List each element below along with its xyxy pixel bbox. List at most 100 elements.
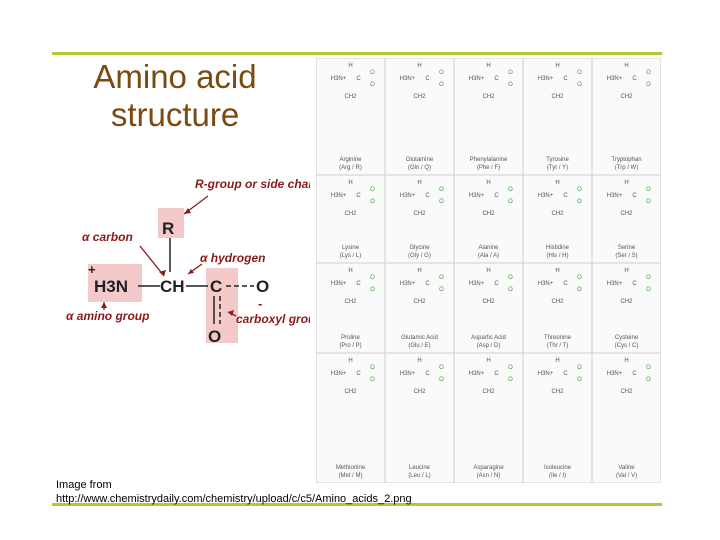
cell-carboxyl-o-label: O xyxy=(577,377,582,383)
cell-side-chain-label: CH2 xyxy=(551,94,564,100)
cell-carboxyl-o-label: O xyxy=(439,287,444,293)
amino-acid-name: Arginine xyxy=(339,157,362,163)
amino-acid-abbr: (Ile / I) xyxy=(549,473,566,479)
cell-side-chain-label: CH2 xyxy=(344,389,357,395)
amino-acid-name: Valine xyxy=(618,465,635,471)
amino-acid-name: Methionine xyxy=(336,465,366,471)
cell-side-chain-label: CH2 xyxy=(482,389,495,395)
amino-acid-abbr: (His / H) xyxy=(547,253,569,259)
cell-carboxyl-o-label: O xyxy=(646,365,651,371)
amino-acid-abbr: (Cys / C) xyxy=(615,343,639,349)
slide-title: Amino acid structure xyxy=(93,58,257,133)
amino-acid-name: Glycine xyxy=(409,245,430,251)
cell-carboxyl-o-label: O xyxy=(646,287,651,293)
cell-carboxyl-o-label: O xyxy=(370,377,375,383)
r-group-label: R-group or side chain xyxy=(195,178,310,191)
amino-acid-name: Aspartic Acid xyxy=(471,335,506,341)
cell-amine-label: H3N+ xyxy=(469,371,485,377)
amino-acid-name: Proline xyxy=(341,335,360,341)
cell-carboxyl-o-label: O xyxy=(439,70,444,76)
amino-acid-abbr: (Trp / W) xyxy=(615,165,638,171)
cell-carboxyl-o-label: O xyxy=(439,82,444,88)
alpha-hydrogen-label: α hydrogen xyxy=(200,251,265,265)
caption-source-url: http://www.chemistrydaily.com/chemistry/… xyxy=(56,493,412,505)
cell-alpha-c-label: C xyxy=(632,76,637,82)
image-caption: Image from http://www.chemistrydaily.com… xyxy=(56,478,412,506)
amino-acid-name: Histidine xyxy=(546,245,570,251)
cell-h-label: H xyxy=(555,63,559,69)
amino-acid-name: Glutamine xyxy=(406,157,434,163)
cell-h-label: H xyxy=(486,268,490,274)
amino-acid-abbr: (Thr / T) xyxy=(547,343,569,349)
carboxyl-highlight xyxy=(206,268,238,343)
amino-acid-abbr: (Tyr / Y) xyxy=(547,165,568,171)
cell-side-chain-label: CH2 xyxy=(413,299,426,305)
cell-carboxyl-o-label: O xyxy=(508,275,513,281)
cell-amine-label: H3N+ xyxy=(607,76,623,82)
cell-carboxyl-o-label: O xyxy=(370,275,375,281)
cell-side-chain-label: CH2 xyxy=(413,94,426,100)
cell-carboxyl-o-label: O xyxy=(577,287,582,293)
cell-amine-label: H3N+ xyxy=(538,371,554,377)
cell-alpha-c-label: C xyxy=(632,281,637,287)
cell-side-chain-label: CH2 xyxy=(551,211,564,217)
amino-acid-name: Alanine xyxy=(478,245,499,251)
amino-acid-abbr: (Asp / D) xyxy=(477,343,501,349)
cell-alpha-c-label: C xyxy=(632,193,637,199)
cell-alpha-c-label: C xyxy=(356,281,361,287)
r-highlight xyxy=(158,208,184,238)
o-double-symbol: O xyxy=(208,327,221,346)
amino-acid-name: Leucine xyxy=(409,465,431,471)
cell-carboxyl-o-label: O xyxy=(646,187,651,193)
cell-amine-label: H3N+ xyxy=(607,281,623,287)
cell-alpha-c-label: C xyxy=(356,193,361,199)
amino-acid-abbr: (Gly / G) xyxy=(408,253,431,259)
cell-alpha-c-label: C xyxy=(425,371,430,377)
cell-h-label: H xyxy=(348,358,352,364)
caption-line-1: Image from xyxy=(56,479,112,491)
cell-carboxyl-o-label: O xyxy=(439,365,444,371)
carbon-arrow xyxy=(139,245,165,277)
cell-amine-label: H3N+ xyxy=(607,371,623,377)
cell-carboxyl-o-label: O xyxy=(508,70,513,76)
cell-amine-label: H3N+ xyxy=(469,281,485,287)
cell-h-label: H xyxy=(348,268,352,274)
amino-acid-name: Tryptophan xyxy=(611,157,641,163)
cell-side-chain-label: CH2 xyxy=(482,211,495,217)
cell-h-label: H xyxy=(486,358,490,364)
cell-h-label: H xyxy=(417,358,421,364)
cell-carboxyl-o-label: O xyxy=(508,187,513,193)
amino-acid-abbr: (Val / V) xyxy=(616,473,637,479)
cell-carboxyl-o-label: O xyxy=(646,377,651,383)
cell-side-chain-label: CH2 xyxy=(551,299,564,305)
amino-acid-abbr: (Leu / L) xyxy=(408,473,430,479)
cell-carboxyl-o-label: O xyxy=(646,275,651,281)
cell-alpha-c-label: C xyxy=(356,371,361,377)
cell-alpha-c-label: C xyxy=(356,76,361,82)
alpha-carbon-label: α carbon xyxy=(82,230,133,244)
amino-acid-name: Threonine xyxy=(544,335,572,341)
cell-h-label: H xyxy=(417,180,421,186)
amino-acid-abbr: (Asn / N) xyxy=(477,473,501,479)
amino-acid-abbr: (Ser / S) xyxy=(615,253,637,259)
cell-carboxyl-o-label: O xyxy=(370,82,375,88)
cell-carboxyl-o-label: O xyxy=(439,377,444,383)
o-single-symbol: O xyxy=(256,277,269,296)
amino-acid-abbr: (Glu / E) xyxy=(408,343,430,349)
minus-sign: - xyxy=(258,296,262,311)
cell-side-chain-label: CH2 xyxy=(551,389,564,395)
cell-alpha-c-label: C xyxy=(563,193,568,199)
cell-alpha-c-label: C xyxy=(494,371,499,377)
c-symbol: C xyxy=(210,277,222,296)
cell-side-chain-label: CH2 xyxy=(620,389,633,395)
cell-side-chain-label: CH2 xyxy=(413,211,426,217)
amino-highlight xyxy=(88,264,142,302)
amino-acid-abbr: (Lys / L) xyxy=(340,253,361,259)
cell-carboxyl-o-label: O xyxy=(577,365,582,371)
top-rule xyxy=(52,52,662,55)
amino-acid-name: Cysteine xyxy=(615,335,639,341)
cell-side-chain-label: CH2 xyxy=(482,299,495,305)
cell-h-label: H xyxy=(348,180,352,186)
amino-acid-name: Asparagine xyxy=(473,465,504,471)
